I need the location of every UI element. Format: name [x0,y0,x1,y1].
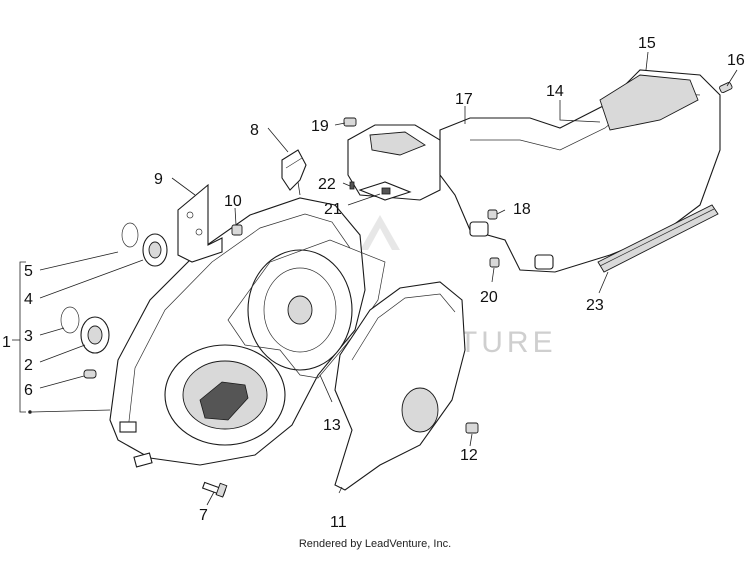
filter-pad[interactable] [358,181,412,201]
label-8: 8 [250,122,259,139]
screw-12[interactable] [465,422,479,434]
label-17: 17 [455,91,473,108]
small-clip[interactable] [349,181,355,190]
label-16: 16 [727,52,745,69]
label-1: 1 [2,334,11,351]
label-4: 4 [24,291,33,308]
screw-16[interactable] [719,82,733,94]
bearing-lower[interactable] [80,316,110,354]
footer-credit: Rendered by LeadVenture, Inc. [298,538,452,550]
label-3: 3 [24,328,33,345]
clamp[interactable] [281,149,307,191]
label-21: 21 [324,201,342,218]
label-15: 15 [638,35,656,52]
label-11: 11 [330,514,347,531]
label-19: 19 [311,118,329,135]
label-22: 22 [318,176,336,193]
transmission-cover[interactable] [109,197,366,468]
label-5: 5 [24,263,33,280]
label-20: 20 [480,289,498,306]
watermark-logo [360,215,400,250]
label-23: 23 [586,297,604,314]
label-12: 12 [460,447,478,464]
bearing-upper[interactable] [142,233,168,267]
label-9: 9 [154,171,163,188]
bolt-7[interactable] [201,481,228,498]
nut-18[interactable] [487,209,498,220]
label-6: 6 [24,382,33,399]
label-18: 18 [513,201,531,218]
screw-19[interactable] [343,117,357,127]
label-7: 7 [199,507,208,524]
nut-20[interactable] [489,257,500,268]
inner-cover[interactable] [334,281,466,491]
label-14: 14 [546,83,564,100]
air-duct[interactable] [347,69,721,273]
part-labels: 1 2 3 4 5 6 7 8 9 10 11 12 13 14 15 16 1… [2,35,745,531]
label-13: 13 [323,417,341,434]
circlip-lower[interactable] [60,306,80,334]
nut[interactable] [231,224,243,236]
label-2: 2 [24,357,33,374]
circlip-upper[interactable] [121,222,139,248]
leader-lines [12,51,738,506]
bracket[interactable] [177,183,223,263]
dowel-pin[interactable] [83,369,97,379]
label-10: 10 [224,193,242,210]
seal-strip[interactable] [597,204,719,273]
